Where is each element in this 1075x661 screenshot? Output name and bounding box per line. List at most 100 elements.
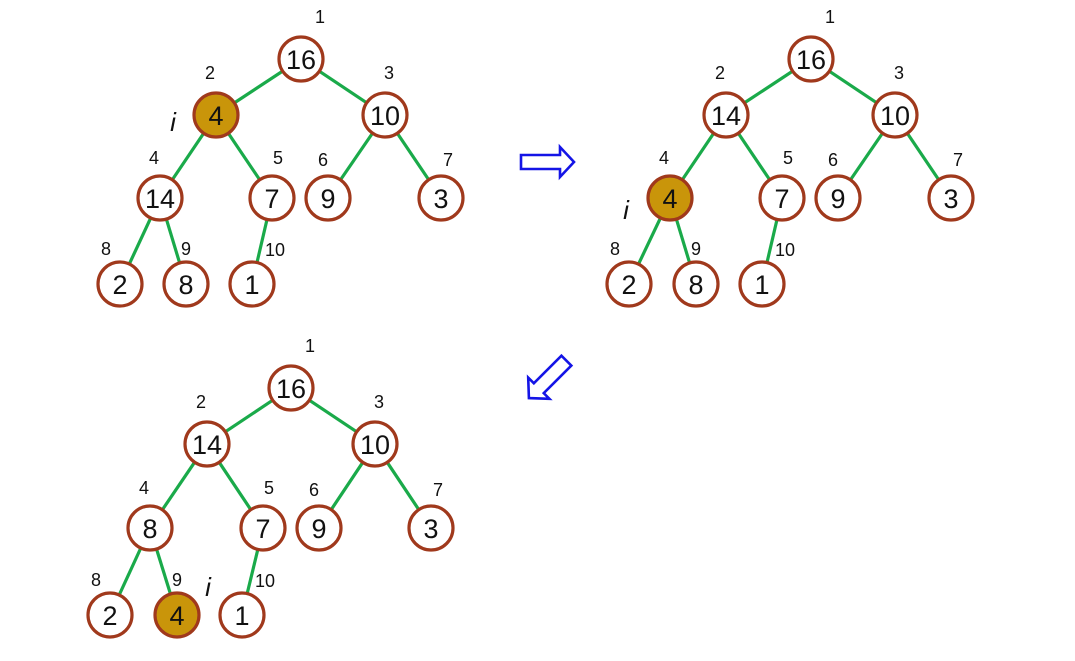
heap-node-value: 3 bbox=[943, 184, 958, 214]
pointer-i-label: i bbox=[170, 107, 177, 137]
heap-node-value: 14 bbox=[711, 101, 741, 131]
heap-node-circle bbox=[738, 260, 786, 308]
heap-node-index: 2 bbox=[715, 63, 725, 83]
heap-node: 44 bbox=[646, 148, 694, 222]
tree-edge bbox=[224, 398, 274, 434]
tree-edge bbox=[329, 461, 365, 511]
arrow-right-icon bbox=[519, 143, 576, 181]
heap-node: 10 3 bbox=[351, 392, 399, 468]
heap-node-circle bbox=[304, 174, 352, 222]
heap-node-index: 3 bbox=[374, 392, 384, 412]
heap-node: 37 bbox=[407, 480, 455, 552]
heap-node-value: 3 bbox=[423, 514, 438, 544]
heap-node-circle-highlighted bbox=[192, 91, 240, 139]
heap-node-circle bbox=[351, 420, 399, 468]
heap-node-index: 6 bbox=[828, 150, 838, 170]
heap-node-circle bbox=[126, 504, 174, 552]
tree-edge bbox=[674, 218, 692, 264]
heap-node-index: 3 bbox=[384, 63, 394, 83]
heap-node-value: 9 bbox=[830, 184, 845, 214]
heap-node-index: 7 bbox=[443, 150, 453, 170]
heap-node-value: 1 bbox=[244, 270, 259, 300]
heap-node-index: 4 bbox=[139, 478, 149, 498]
heap-node-circle bbox=[86, 591, 134, 639]
heap-node: 37 bbox=[417, 150, 465, 222]
heap-node: 144 bbox=[136, 148, 184, 222]
heap-node-circle bbox=[605, 260, 653, 308]
heap-node-circle-highlighted bbox=[646, 174, 694, 222]
heap-node-circle bbox=[183, 420, 231, 468]
heap-node-circle bbox=[267, 364, 315, 412]
heap-node: 1 10 bbox=[738, 240, 795, 308]
heap-node-index: 1 bbox=[315, 7, 325, 27]
heap-node-circle bbox=[417, 174, 465, 222]
heap-node-value: 2 bbox=[102, 601, 117, 631]
tree-edge bbox=[743, 69, 794, 105]
heap-node: 16 1 bbox=[277, 7, 325, 83]
tree-edge bbox=[127, 217, 153, 265]
heap-node-circle bbox=[162, 260, 210, 308]
heap-node: 103 bbox=[361, 63, 409, 139]
heap-node-value: 7 bbox=[774, 184, 789, 214]
tree-edge bbox=[385, 461, 421, 511]
tree-edge bbox=[736, 132, 772, 181]
heap-node-value: 2 bbox=[621, 270, 636, 300]
tree-edge bbox=[226, 132, 262, 181]
heap-node-value: 16 bbox=[286, 45, 316, 75]
heap-node-value: 1 bbox=[754, 270, 769, 300]
heap-node-value: 10 bbox=[360, 430, 390, 460]
heap-node-value: 16 bbox=[276, 374, 306, 404]
heap-node: 110 bbox=[218, 571, 275, 639]
heap-node-value: 7 bbox=[264, 184, 279, 214]
heap-node-circle bbox=[96, 260, 144, 308]
heap-node-circle bbox=[228, 260, 276, 308]
heap-node: 14 2 bbox=[702, 63, 750, 139]
heap-node-index: 10 bbox=[775, 240, 795, 260]
heap-node-index: 2 bbox=[205, 63, 215, 83]
heap-node-circle bbox=[814, 174, 862, 222]
heap-node-circle bbox=[407, 504, 455, 552]
heap-node: 16 1 bbox=[267, 336, 315, 412]
heap-node-index: 8 bbox=[91, 570, 101, 590]
heap-node-circle bbox=[239, 504, 287, 552]
heap-node: 89 bbox=[672, 239, 720, 308]
heap-node-index: 4 bbox=[659, 148, 669, 168]
heap-node-index: 7 bbox=[433, 480, 443, 500]
tree-edge bbox=[765, 219, 779, 263]
heap-node-circle bbox=[702, 91, 750, 139]
tree-edge bbox=[233, 69, 284, 105]
heap-node-value: 3 bbox=[433, 184, 448, 214]
heap-node-circle bbox=[295, 504, 343, 552]
heap-node: 142 bbox=[183, 392, 231, 468]
heap-node-value: 7 bbox=[255, 514, 270, 544]
heap-node-index: 3 bbox=[894, 63, 904, 83]
heap-node-index: 1 bbox=[305, 336, 315, 356]
heap-node-circle bbox=[277, 35, 325, 83]
heap-node-index: 9 bbox=[181, 239, 191, 259]
heap-node-value: 2 bbox=[112, 270, 127, 300]
heap-node: 161 bbox=[787, 7, 835, 83]
tree-edge bbox=[164, 218, 182, 264]
tree-edge bbox=[680, 132, 716, 181]
tree-edge bbox=[905, 132, 941, 181]
heap-node-circle bbox=[218, 591, 266, 639]
heap-node-value: 4 bbox=[208, 101, 223, 131]
heap-node: 28 bbox=[86, 570, 134, 639]
heap-node-index: 8 bbox=[101, 239, 111, 259]
heap-node-index: 6 bbox=[309, 480, 319, 500]
tree-edge bbox=[318, 69, 368, 105]
heap-node-value: 4 bbox=[169, 601, 184, 631]
heap-node-index: 5 bbox=[273, 148, 283, 168]
heap-node: 28 bbox=[605, 239, 653, 308]
tree-edge bbox=[395, 132, 431, 181]
tree-edge bbox=[308, 398, 358, 434]
heap-node-circle bbox=[136, 174, 184, 222]
heap-node-value: 14 bbox=[145, 184, 175, 214]
heap-node-value: 1 bbox=[234, 601, 249, 631]
heap-node: 49 bbox=[153, 570, 201, 639]
pointer-i-label: i bbox=[205, 572, 212, 602]
tree-edge bbox=[339, 132, 374, 181]
